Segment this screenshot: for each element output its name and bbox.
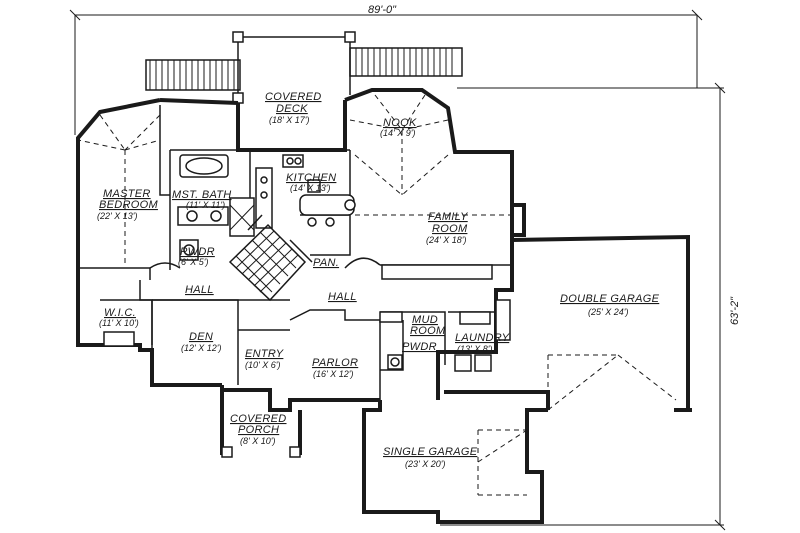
- covered-porch-label-2: PORCH: [238, 424, 279, 436]
- porch-posts: [221, 446, 301, 458]
- room-labels: COVERED DECK (18' X 17') NOOK (14' X 9')…: [97, 91, 660, 469]
- covered-porch-size: (8' X 10'): [240, 436, 275, 446]
- mud-room-label-1: MUD: [412, 314, 438, 326]
- pwdr-label-1: PWDR: [180, 246, 215, 258]
- single-garage-size: (23' X 20'): [405, 459, 445, 469]
- main-staircase: [228, 214, 313, 302]
- nook-size: (14' X 9'): [380, 128, 415, 138]
- den-label: DEN: [189, 331, 213, 343]
- master-bedroom-label-2: BEDROOM: [99, 199, 158, 211]
- wic-size: (11' X 10'): [99, 318, 139, 328]
- double-garage-size: (25' X 24'): [588, 307, 628, 317]
- covered-porch-label-1: COVERED: [230, 413, 287, 425]
- pantry-label: PAN.: [313, 257, 339, 269]
- nook-label: NOOK: [383, 117, 417, 129]
- overall-width-dimension: 89'-0": [368, 4, 397, 16]
- parlor-label: PARLOR: [312, 357, 358, 369]
- pwdr-label-2: PWDR: [402, 341, 437, 353]
- bath-fixtures: [103, 154, 492, 372]
- ceiling-lines: [77, 94, 677, 496]
- mst-bath-size: (11' X 11'): [186, 200, 225, 210]
- master-bedroom-label-1: MASTER: [103, 188, 151, 200]
- family-room-label-2: ROOM: [432, 223, 468, 235]
- family-room-size: (24' X 18'): [426, 235, 466, 245]
- family-room-label-1: FAMILY: [428, 211, 468, 223]
- exterior-walls: [76, 88, 692, 524]
- family-room-builtins: [379, 264, 511, 341]
- covered-deck-label-2: DECK: [276, 103, 308, 115]
- master-bedroom-size: (22' X 13'): [97, 211, 137, 221]
- covered-deck-label-1: COVERED: [265, 91, 322, 103]
- kitchen-label: KITCHEN: [286, 172, 336, 184]
- deck-stairs-right: [349, 47, 463, 77]
- covered-deck-size: (18' X 17'): [269, 115, 309, 125]
- mst-bath-label: MST. BATH: [172, 189, 232, 201]
- double-garage-label: DOUBLE GARAGE: [560, 293, 660, 305]
- kitchen-size: (14' X 13'): [290, 183, 330, 193]
- mud-room-label-2: ROOM: [410, 325, 446, 337]
- deck-stairs-left: [145, 59, 241, 91]
- laundry-size: (13' X 8'): [457, 344, 492, 354]
- single-garage-label: SINGLE GARAGE: [383, 446, 478, 458]
- hall-label-1: HALL: [185, 284, 214, 296]
- entry-label: ENTRY: [245, 348, 284, 360]
- hall-label-2: HALL: [328, 291, 357, 303]
- laundry-label: LAUNDRY: [455, 332, 510, 344]
- dimension-lines: [69, 9, 726, 531]
- overall-depth-dimension: 63'-2": [729, 296, 741, 325]
- pwdr-size-1: (6' X 5'): [178, 257, 208, 267]
- parlor-size: (16' X 12'): [313, 369, 353, 379]
- wic-label: W.I.C.: [104, 307, 136, 319]
- entry-size: (10' X 6'): [245, 360, 280, 370]
- den-size: (12' X 12'): [181, 343, 221, 353]
